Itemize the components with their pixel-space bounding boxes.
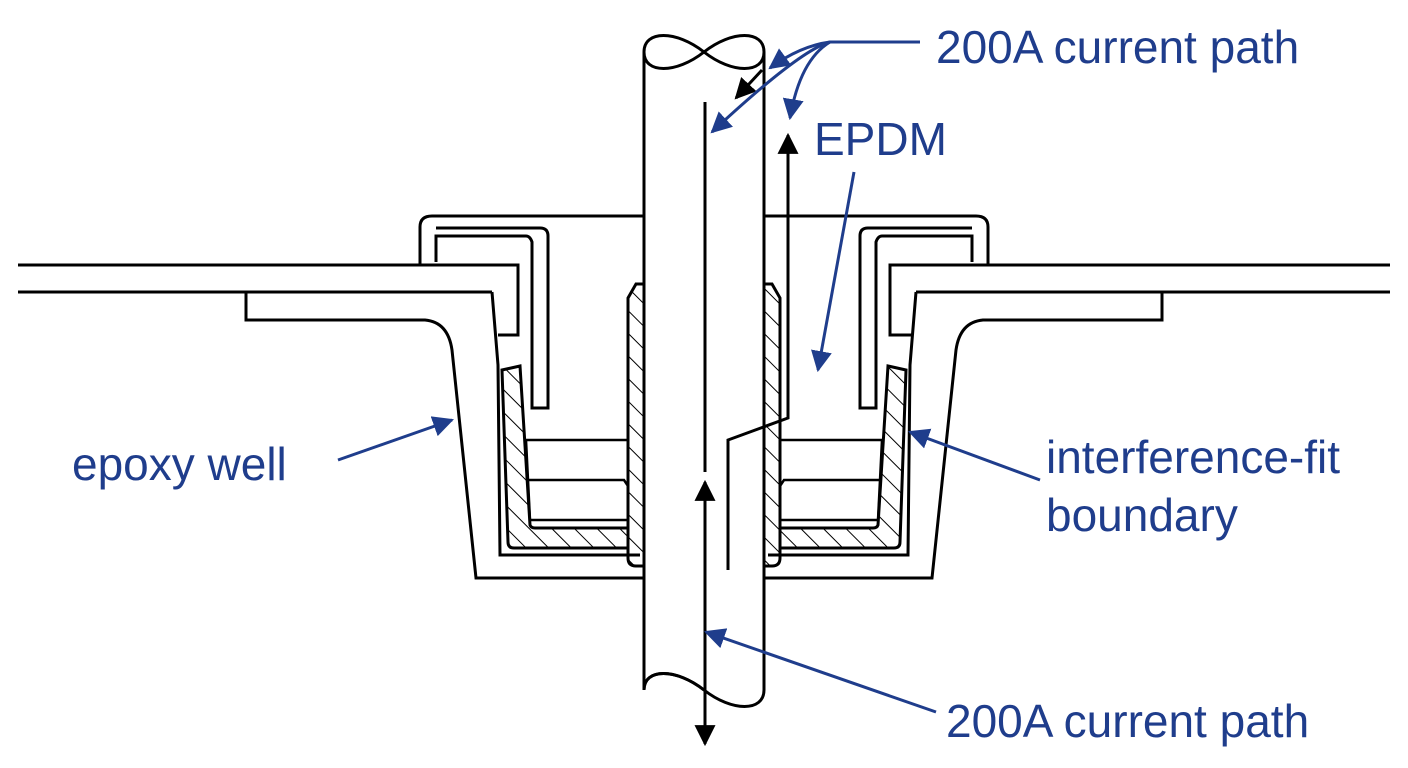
label-epdm: EPDM xyxy=(814,113,947,165)
current-path-lines xyxy=(694,68,799,747)
annotation-leaders xyxy=(337,40,1041,714)
label-current-path-bottom: 200A current path xyxy=(946,695,1310,747)
label-interference-fit-boundary: interference-fit boundary xyxy=(1046,428,1340,544)
label-epoxy-well: epoxy well xyxy=(72,438,287,490)
epoxy-well-inner-wall xyxy=(490,291,918,557)
label-current-path-top: 200A current path xyxy=(936,21,1300,73)
label-interference-line2: boundary xyxy=(1046,489,1238,541)
label-interference-line1: interference-fit xyxy=(1046,431,1341,483)
top-collar xyxy=(418,214,990,410)
